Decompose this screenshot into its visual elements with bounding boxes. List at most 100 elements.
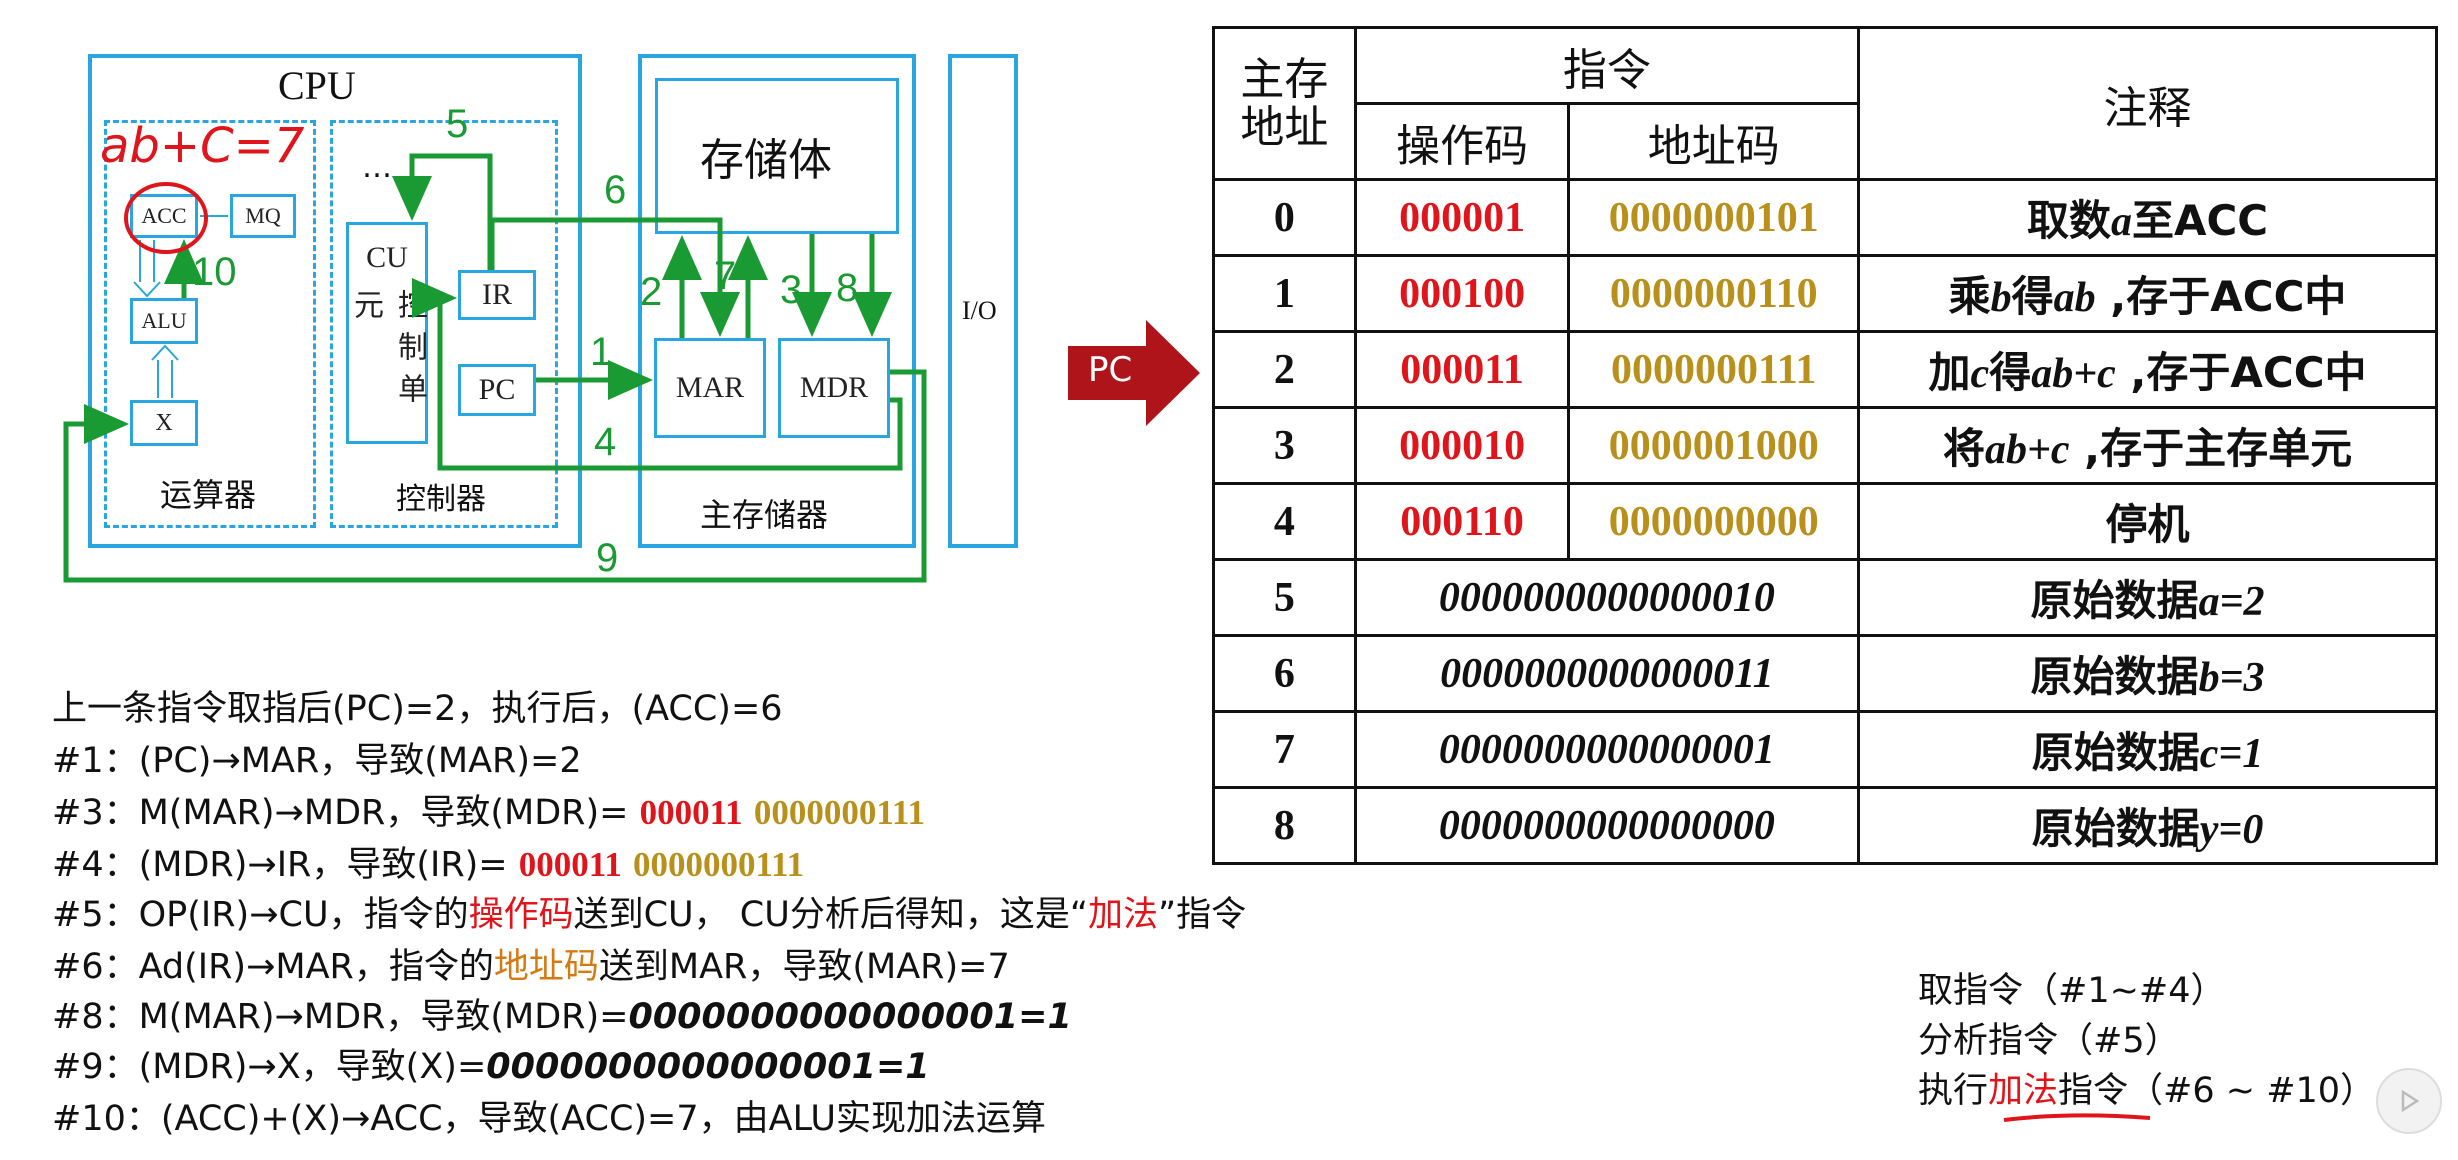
arrow-9 — [63, 369, 927, 583]
note-text: 停机 — [2105, 500, 2190, 549]
addr-cell: 1 — [1212, 254, 1357, 333]
table-row: 8 0000000000000000 原始数据y=0 — [1212, 786, 2438, 865]
phase-underline — [2003, 1113, 2151, 1122]
step-text: #6：Ad(IR)→MAR，指令的 — [52, 947, 494, 987]
alu-section — [104, 120, 316, 528]
address-cell: 0000000111 — [1567, 330, 1861, 409]
table-row: 0 000001 0000000101 取数a至ACC — [1212, 178, 2438, 257]
acc-highlight — [124, 182, 208, 254]
step-number-5: 5 — [446, 102, 469, 146]
arrow-6 — [489, 217, 740, 337]
address-cell: 0000000110 — [1567, 254, 1861, 333]
data-cell: 0000000000000010 — [1353, 558, 1861, 637]
note-cell: 原始数据y=0 — [1857, 786, 2438, 865]
step-number-4: 4 — [594, 420, 617, 464]
step-line-1: #1：(PC)→MAR，导致(MAR)=2 — [52, 741, 582, 781]
table-row: 2 000011 0000000111 加c得ab+c ,存于ACC中 — [1212, 330, 2438, 409]
table-row: 6 0000000000000011 原始数据b=3 — [1212, 634, 2438, 713]
control-unit-label: 控制器 — [396, 482, 486, 517]
step-text: #9：(MDR)→X，导致(X)= — [52, 1047, 487, 1087]
step-number-8: 8 — [836, 266, 859, 310]
header-addr: 主存地址 — [1212, 26, 1357, 181]
note-var: c — [1970, 351, 1990, 397]
step-text: #5：OP(IR)→CU，指令的 — [52, 895, 469, 935]
note-var: ab+c — [1984, 427, 2070, 473]
table-row: 5 0000000000000010 原始数据a=2 — [1212, 558, 2438, 637]
note-var: ab — [2053, 275, 2096, 321]
opcode-cell: 000100 — [1353, 254, 1571, 333]
step-line-5: #5：OP(IR)→CU，指令的操作码送到CU， CU分析后得知，这是“加法”指… — [52, 886, 1246, 937]
addr-cell: 5 — [1212, 558, 1357, 637]
opcode-cell: 000010 — [1353, 406, 1571, 485]
acc-register: ACC — [130, 194, 198, 238]
note-var: b — [1990, 275, 2012, 321]
opcode-cell: 000001 — [1353, 178, 1571, 257]
step-text: 送到CU， CU分析后得知，这是“ — [573, 895, 1088, 935]
note-text: 取数 — [2026, 196, 2111, 245]
step-line-9: #9：(MDR)→X，导致(X)=0000000000000001=1 — [52, 1038, 930, 1089]
note-cell: 原始数据c=1 — [1857, 710, 2438, 789]
note-text: ,存于主存单元 — [2069, 424, 2353, 473]
step-address: 0000000111 — [632, 845, 805, 884]
step-number-9: 9 — [596, 536, 619, 580]
mar-register: MAR — [654, 338, 766, 438]
step-opcode: 000011 — [639, 793, 743, 832]
note-text: 得 — [2011, 272, 2054, 321]
storage-box — [655, 78, 899, 234]
note-text: 原始数据 — [2030, 652, 2199, 701]
alu-unit-label: 运算器 — [160, 476, 257, 514]
note-text: ,存于ACC中 — [2115, 348, 2367, 397]
phase-analyze: 分析指令（#5） — [1918, 1021, 2180, 1061]
pc-pointer-arrow — [1068, 320, 1200, 426]
step-highlight: 加法 — [1087, 895, 1158, 935]
hollow-arrow-x-alu — [151, 344, 179, 398]
dataflow-arrows — [63, 153, 927, 583]
table-row: 1 000100 0000000110 乘b得ab ,存于ACC中 — [1212, 254, 2438, 333]
control-section — [330, 120, 558, 528]
header-opcode: 操作码 — [1353, 102, 1571, 181]
mq-register: MQ — [230, 194, 296, 238]
storage-label: 存储体 — [700, 135, 832, 186]
step-highlight: 操作码 — [468, 895, 574, 935]
note-text: 将 — [1942, 424, 1985, 473]
addr-cell: 3 — [1212, 406, 1357, 485]
pc-register: PC — [458, 364, 536, 416]
note-text: 原始数据 — [2030, 576, 2199, 625]
mdr-register: MDR — [778, 338, 890, 438]
play-button[interactable] — [2376, 1068, 2442, 1134]
addr-cell: 2 — [1212, 330, 1357, 409]
step-line-3: #3：M(MAR)→MDR，导致(MDR)= 000011 0000000111 — [52, 784, 925, 835]
note-cell: 乘b得ab ,存于ACC中 — [1857, 254, 2438, 333]
pc-pointer-label: PC — [1088, 350, 1133, 390]
ellipsis: … — [362, 150, 392, 185]
step-text: 送到MAR，导致(MAR)=7 — [598, 947, 1010, 987]
step-line-4: #4：(MDR)→IR，导致(IR)= 000011 0000000111 — [52, 836, 804, 887]
phase-highlight: 加法 — [1988, 1071, 2059, 1111]
handwritten-note: ab+C=7 — [100, 118, 305, 174]
io-label: I/O — [962, 296, 997, 325]
step-text: #3：M(MAR)→MDR，导致(MDR)= — [52, 793, 640, 833]
step-line-10: #10：(ACC)+(X)→ACC，导致(ACC)=7，由ALU实现加法运算 — [52, 1099, 1046, 1139]
note-text: 得 — [1989, 348, 2032, 397]
note-var: c=1 — [2199, 731, 2264, 777]
note-var: a=2 — [2198, 579, 2265, 625]
note-cell: 原始数据b=3 — [1857, 634, 2438, 713]
opcode-cell: 000011 — [1353, 330, 1571, 409]
note-text: 加 — [1928, 348, 1971, 397]
io-box — [948, 54, 1018, 548]
opcode-cell: 000110 — [1353, 482, 1571, 561]
step-text: #4：(MDR)→IR，导致(IR)= — [52, 845, 519, 885]
step-address: 0000000111 — [753, 793, 925, 832]
main-memory-label: 主存储器 — [700, 496, 829, 534]
ir-register: IR — [458, 270, 536, 320]
step-number-7: 7 — [714, 254, 737, 298]
address-cell: 0000001000 — [1567, 406, 1861, 485]
step-value: 0000000000000001=1 — [628, 997, 1072, 1037]
note-text: 原始数据 — [2031, 728, 2200, 777]
header-instruction: 指令 — [1353, 26, 1861, 105]
note-text: 乘 — [1948, 272, 1991, 321]
note-var: y=0 — [2199, 807, 2264, 853]
step-value: 0000000000000001=1 — [486, 1047, 930, 1087]
step-number-10: 10 — [192, 250, 237, 294]
hollow-arrow-acc-alu — [133, 240, 161, 298]
